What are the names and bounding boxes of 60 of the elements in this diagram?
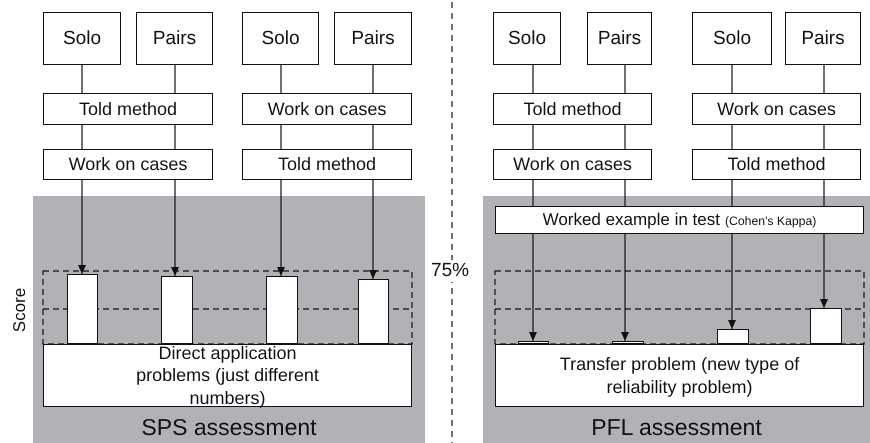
text-box: Transfer problem (new type of reliability problem)	[495, 344, 864, 407]
arrow	[820, 234, 828, 308]
connector-line	[372, 125, 374, 149]
connector-line	[81, 65, 83, 93]
connector-line	[624, 125, 626, 149]
text-box: Told method	[493, 93, 652, 125]
connector-line	[731, 65, 733, 93]
arrow	[171, 180, 179, 276]
connector-line	[174, 125, 176, 149]
arrow	[621, 234, 629, 341]
text-box: Told method	[242, 149, 412, 180]
connector-line	[731, 180, 733, 206]
text-box: Solo	[242, 12, 319, 65]
score-bar	[518, 341, 549, 344]
connector-line	[624, 180, 626, 206]
connector-line	[372, 65, 374, 93]
text-box: Work on cases	[43, 149, 213, 180]
arrow	[529, 234, 537, 341]
text-box: Direct application problems (just different numbers)	[43, 344, 412, 407]
score-bar	[161, 276, 193, 344]
score-bar	[67, 274, 98, 344]
arrow	[728, 234, 736, 329]
connector-line	[731, 125, 733, 149]
connector-line	[81, 125, 83, 149]
score-bar	[266, 276, 298, 344]
connector-line	[532, 65, 534, 93]
text-box: Solo	[43, 12, 121, 65]
connector-line	[532, 180, 534, 206]
panel-title: SPS assessment	[140, 414, 318, 441]
connector-line	[174, 65, 176, 93]
arrow	[369, 180, 377, 279]
connector-line	[624, 65, 626, 93]
score-bar	[358, 279, 389, 344]
connector-line	[280, 125, 282, 149]
text-box: Told method	[692, 149, 861, 180]
text-box: Told method	[43, 93, 213, 125]
text-box: Work on cases	[493, 149, 652, 180]
text-box: Solo	[493, 12, 561, 65]
score-bar	[717, 329, 749, 344]
assessment-panel	[483, 196, 870, 443]
panel-title: PFL assessment	[590, 414, 763, 441]
connector-line	[532, 125, 534, 149]
connector-line	[823, 125, 825, 149]
arrow	[277, 180, 285, 276]
text-box: Pairs	[334, 12, 412, 65]
text-box: Worked example in test (Cohen's Kappa)	[495, 206, 864, 234]
text-box: Work on cases	[242, 93, 412, 125]
text-box: Pairs	[587, 12, 652, 65]
connector-line	[823, 65, 825, 93]
connector-line	[823, 180, 825, 206]
text-box: Pairs	[136, 12, 213, 65]
text-box: Pairs	[785, 12, 861, 65]
text-box: Work on cases	[692, 93, 861, 125]
arrow	[78, 180, 86, 274]
reference-value: 75%	[431, 260, 470, 282]
connector-line	[280, 65, 282, 93]
assessment-panel	[33, 196, 425, 443]
score-bar	[612, 341, 644, 344]
text-box: Solo	[692, 12, 772, 65]
score-bar	[810, 308, 842, 344]
